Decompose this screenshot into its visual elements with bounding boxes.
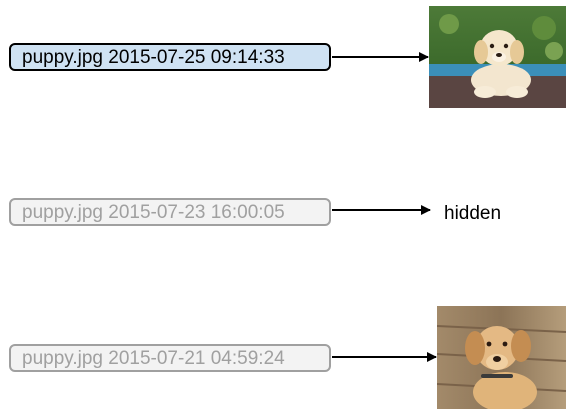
version-box-2015-07-23: puppy.jpg 2015-07-23 16:00:05 (9, 198, 331, 226)
labrador-puppy-photo-icon (437, 306, 566, 409)
version-box-2015-07-25: puppy.jpg 2015-07-25 09:14:33 (9, 43, 331, 71)
version-box-2015-07-21: puppy.jpg 2015-07-21 04:59:24 (9, 344, 331, 372)
hidden-label: hidden (444, 203, 502, 224)
golden-retriever-puppy-photo-icon (429, 6, 566, 108)
